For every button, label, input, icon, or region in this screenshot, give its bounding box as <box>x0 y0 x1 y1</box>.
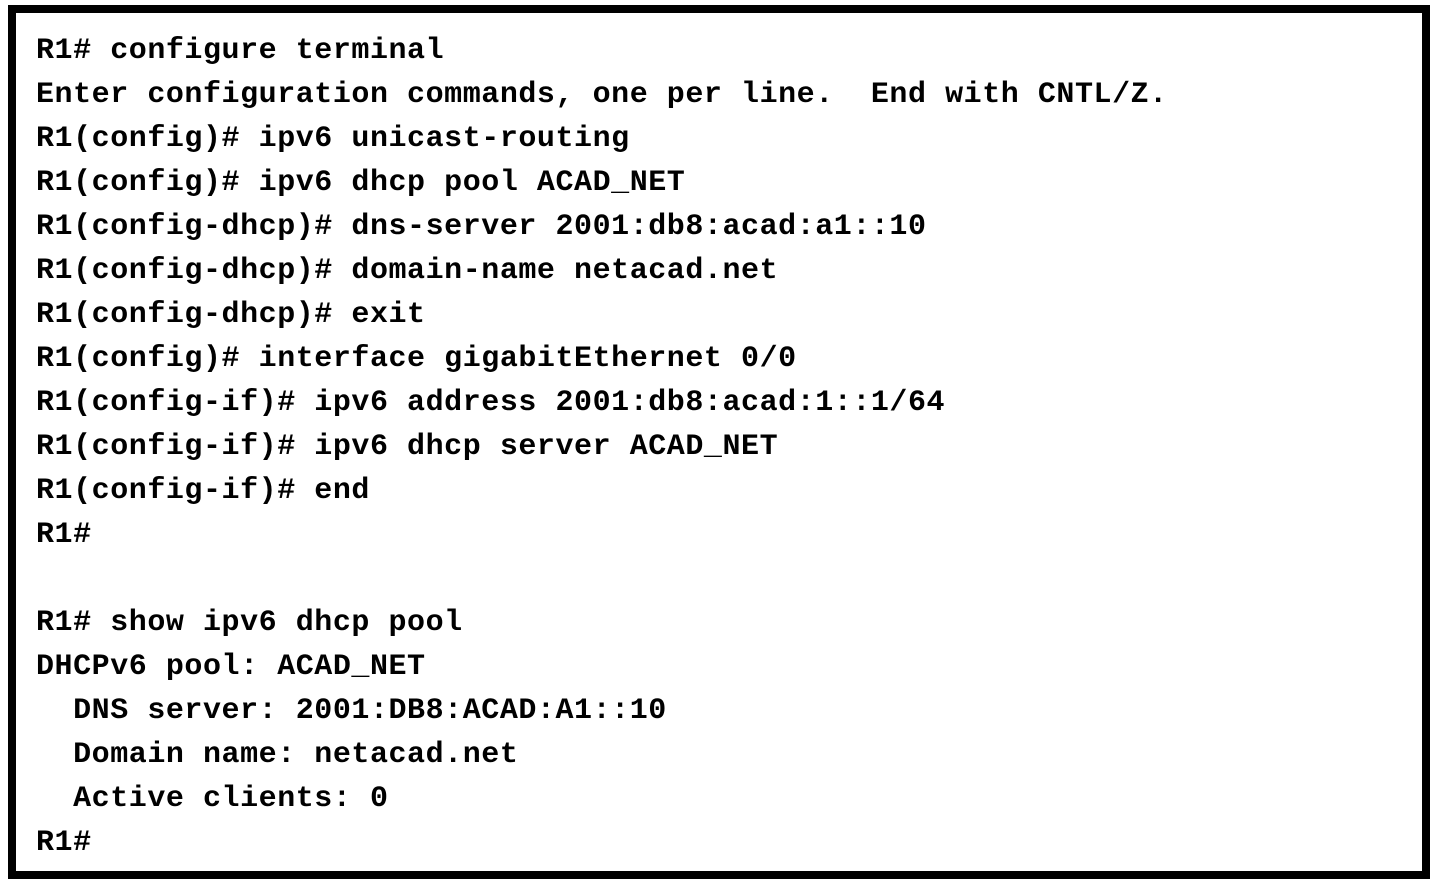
terminal-line: Domain name: netacad.net <box>36 738 519 772</box>
terminal-line: R1# show ipv6 dhcp pool <box>36 606 463 640</box>
terminal-line: DHCPv6 pool: ACAD_NET <box>36 650 426 684</box>
terminal-line: R1# <box>36 826 92 860</box>
terminal-line: R1(config-dhcp)# domain-name netacad.net <box>36 254 779 288</box>
terminal-line: R1# configure terminal <box>36 34 445 68</box>
terminal-line: R1(config)# ipv6 unicast-routing <box>36 122 630 156</box>
terminal-line: R1(config)# ipv6 dhcp pool ACAD_NET <box>36 166 686 200</box>
terminal-line: R1(config)# interface gigabitEthernet 0/… <box>36 342 797 376</box>
terminal-line: R1(config-if)# ipv6 address 2001:db8:aca… <box>36 386 946 420</box>
terminal-line: R1(config-dhcp)# exit <box>36 298 426 332</box>
terminal-output-area[interactable]: R1# configure terminal Enter configurati… <box>16 13 1422 871</box>
terminal-line: R1(config-if)# end <box>36 474 370 508</box>
terminal-line: R1(config-if)# ipv6 dhcp server ACAD_NET <box>36 430 779 464</box>
terminal-line-blank <box>36 557 1422 601</box>
terminal-frame: R1# configure terminal Enter configurati… <box>8 5 1430 879</box>
terminal-line: DNS server: 2001:DB8:ACAD:A1::10 <box>36 694 667 728</box>
terminal-line: R1(config-dhcp)# dns-server 2001:db8:aca… <box>36 210 927 244</box>
terminal-line: Enter configuration commands, one per li… <box>36 78 1168 112</box>
terminal-line: Active clients: 0 <box>36 782 389 816</box>
terminal-line: R1# <box>36 518 92 552</box>
